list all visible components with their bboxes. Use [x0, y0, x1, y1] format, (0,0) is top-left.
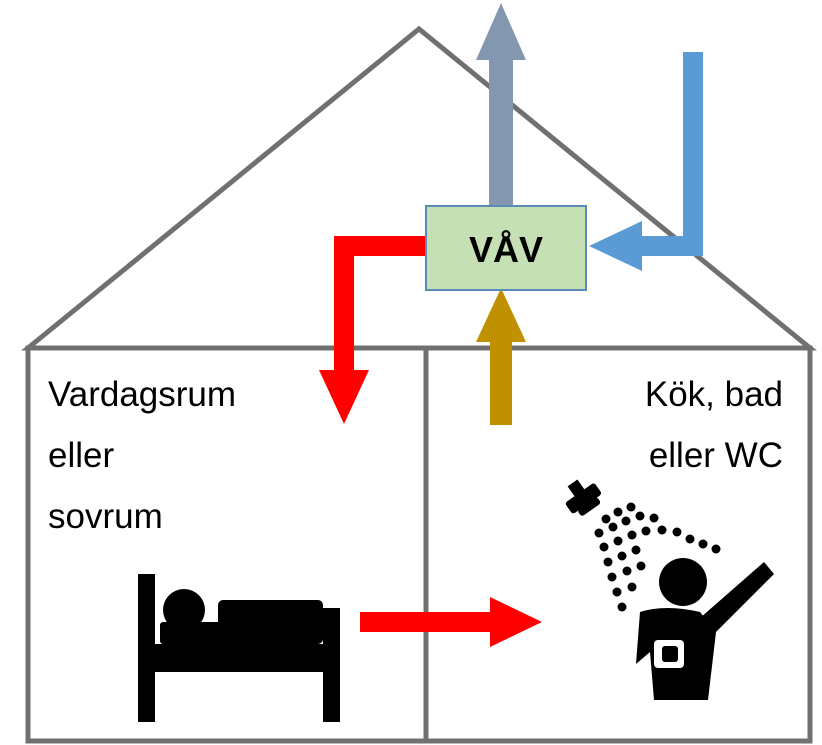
water-drops [594, 502, 721, 612]
left-room-label: Vardagsrum eller sovrum [48, 375, 236, 536]
left-room-line-2: eller [48, 436, 114, 475]
right-room-line-2: eller WC [649, 436, 783, 475]
left-room-line-3: sovrum [48, 497, 163, 536]
shower-person-icon [565, 479, 774, 700]
bed-icon [138, 574, 340, 722]
transfer-air-arrow [360, 597, 542, 647]
house-outline [20, 25, 818, 744]
vav-unit: VÅV [425, 205, 587, 291]
exhaust-air-arrow [476, 3, 526, 206]
vav-unit-label: VÅV [469, 229, 543, 270]
outdoor-air-arrow [589, 52, 703, 271]
right-room-line-1: Kök, bad [645, 375, 783, 414]
house-walls [25, 345, 813, 744]
vav-unit-box [425, 205, 587, 291]
left-room-line-1: Vardagsrum [48, 375, 236, 414]
supply-air-arrow [319, 236, 426, 424]
right-room-label: Kök, bad eller WC [645, 375, 783, 475]
extract-air-arrow [476, 288, 526, 425]
